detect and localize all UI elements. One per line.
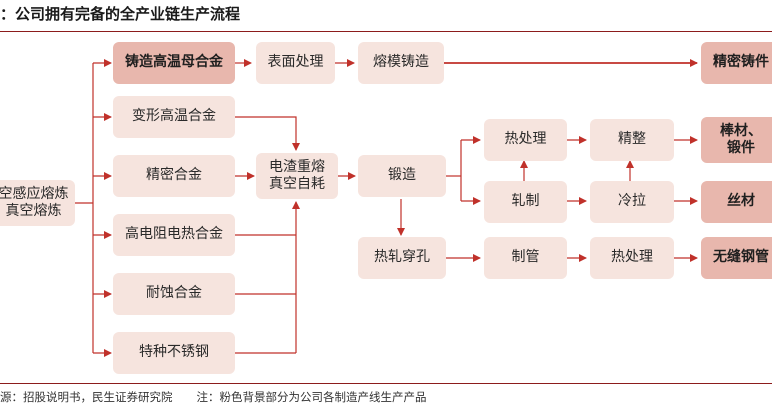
footer-rule	[0, 383, 772, 384]
node-rolling: 轧制	[484, 181, 567, 223]
arrow-wrought-to-esr	[235, 116, 300, 151]
node-heat-treatment-2: 热处理	[590, 237, 674, 279]
legend-note: 注：粉色背景部分为公司各制造产线生产产品	[196, 390, 427, 404]
footer: 源：招股说明书，民生证券研究院 注：粉色背景部分为公司各制造产线生产产品	[0, 389, 427, 405]
node-special-stainless-steel: 特种不锈钢	[113, 332, 235, 374]
source-note: 源：招股说明书，民生证券研究院	[0, 390, 173, 404]
node-cast-superalloy: 铸造高温母合金	[113, 42, 235, 84]
node-wire: 丝材	[701, 181, 772, 223]
node-hot-rolling-piercing: 热轧穿孔	[358, 237, 446, 279]
node-surface-treatment: 表面处理	[256, 42, 335, 84]
node-seamless-pipe: 无缝钢管	[701, 237, 772, 279]
node-vacuum-smelting: 空感应熔炼 真空熔炼	[0, 180, 75, 226]
node-precision-alloy: 精密合金	[113, 155, 235, 197]
node-finishing: 精整	[590, 119, 674, 161]
node-bars-forgings: 棒材、 锻件	[701, 117, 772, 163]
node-wrought-superalloy: 变形高温合金	[113, 96, 235, 138]
node-investment-casting: 熔模铸造	[358, 42, 444, 84]
node-high-resistance-alloy: 高电阻电热合金	[113, 214, 235, 256]
diagram-title: ：公司拥有完备的全产业链生产流程	[0, 5, 241, 23]
title-rule	[0, 31, 772, 32]
node-cold-drawing: 冷拉	[590, 181, 674, 223]
node-heat-treatment-1: 热处理	[484, 119, 567, 161]
node-corrosion-resistant-alloy: 耐蚀合金	[113, 273, 235, 315]
node-pipe-making: 制管	[484, 237, 567, 279]
node-esr-var: 电渣重熔 真空自耗	[256, 153, 338, 199]
node-forging: 锻造	[358, 155, 446, 197]
node-precision-castings: 精密铸件	[701, 42, 772, 84]
